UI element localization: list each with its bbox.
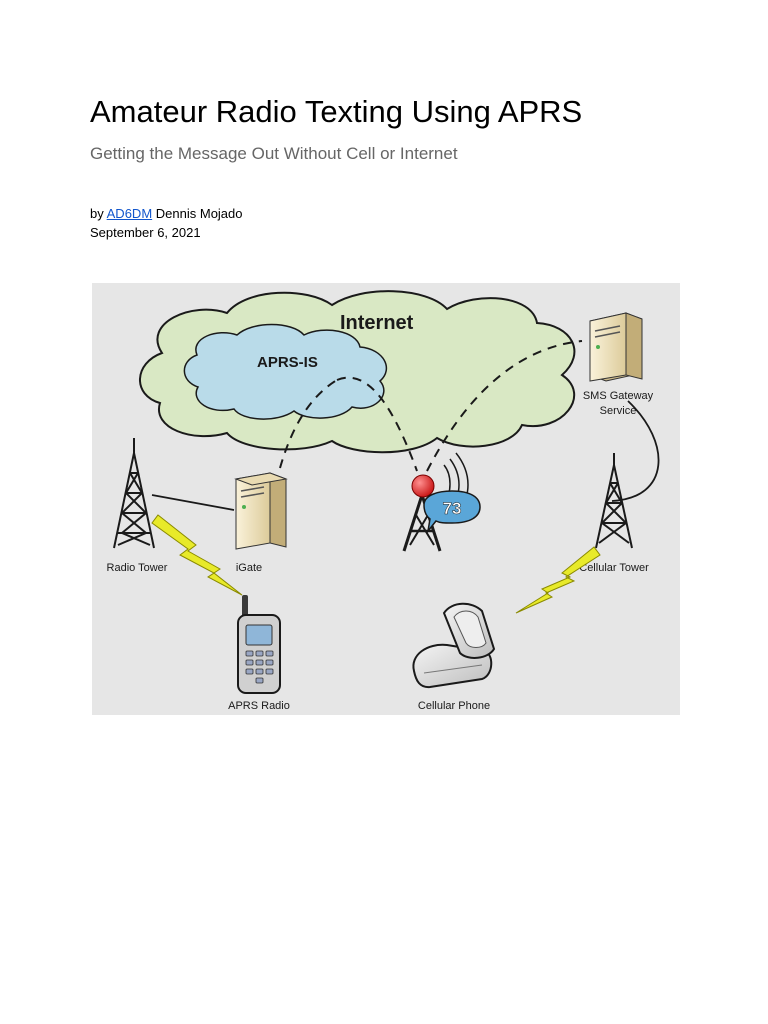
message-badge-icon [423,490,481,534]
cellular-tower-label: Cellular Tower [579,562,649,574]
cellular-phone-label: Cellular Phone [418,700,490,712]
sms-gateway-server-icon [589,312,643,382]
sms-gateway-label-line1: SMS Gateway [583,390,654,402]
sms-gateway-label-line2: Service [600,405,637,417]
aprs-is-label: APRS-IS [257,354,318,371]
flip-phone-icon [412,602,496,689]
radio-tower-icon [113,438,155,549]
dashed-links [279,340,583,472]
badge-number: 73 [443,499,462,518]
igate-label: iGate [236,562,262,574]
igate-server-icon [234,472,288,550]
cellular-lightning-icon [515,546,601,614]
publish-date: September 6, 2021 [90,225,201,240]
internet-label: Internet [340,312,414,334]
radio-lightning-icon [151,514,243,596]
radio-tower-label: Radio Tower [107,562,168,574]
aprs-is-cloud-icon [183,323,388,420]
cellular-tower-icon [595,453,633,549]
aprs-radio-label: APRS Radio [228,700,290,712]
page-subtitle: Getting the Message Out Without Cell or … [90,144,458,163]
page-title: Amateur Radio Texting Using APRS [90,94,583,129]
handheld-radio-icon [237,595,281,694]
byline-prefix: by [90,206,104,221]
author-callsign-link[interactable]: AD6DM [106,206,153,221]
author-name: Dennis Mojado [155,206,243,221]
byline: by AD6DM Dennis Mojado [90,205,243,223]
aprs-network-diagram: Internet APRS-IS [92,283,680,715]
